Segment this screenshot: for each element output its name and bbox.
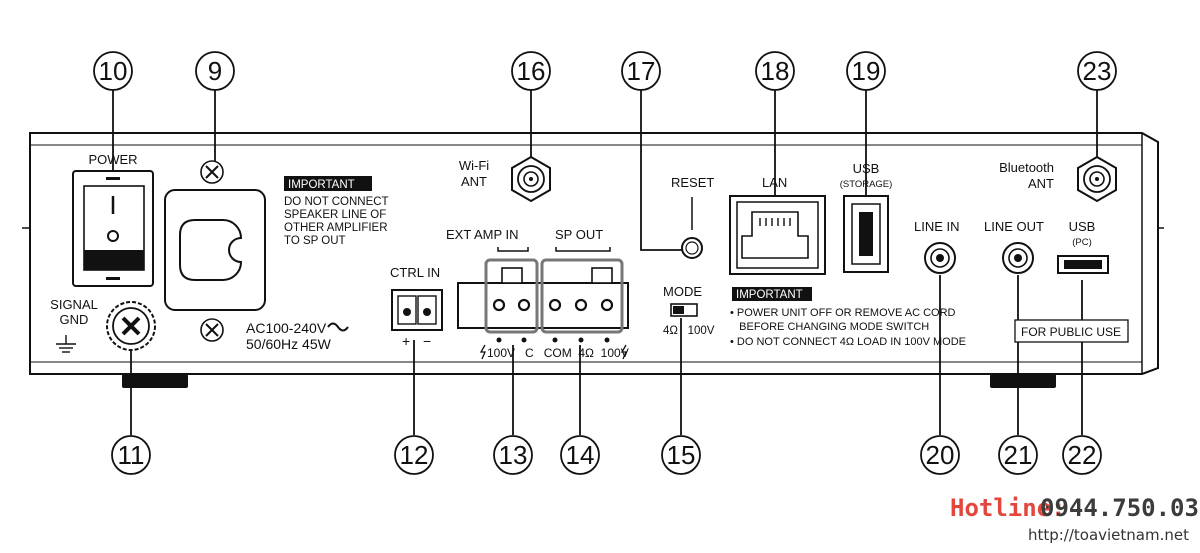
wifi-ant-label-2: ANT xyxy=(461,174,487,189)
callout-12: 12 xyxy=(394,435,434,475)
reset-label: RESET xyxy=(671,175,714,190)
bluetooth-ant-label-2: ANT xyxy=(1028,176,1054,191)
jack-icon[interactable] xyxy=(1002,242,1034,274)
ctrl-minus-label: − xyxy=(423,333,431,349)
svg-text:14: 14 xyxy=(566,440,595,470)
lan-label: LAN xyxy=(762,175,787,190)
mode-options-label: 4Ω 100V xyxy=(663,325,715,337)
ac-rating-label: AC100-240V xyxy=(246,320,327,336)
mode-switch[interactable] xyxy=(670,303,698,317)
svg-text:20: 20 xyxy=(926,440,955,470)
svg-text:11: 11 xyxy=(118,440,145,470)
svg-text:• POWER UNIT OFF OR REMOVE AC: • POWER UNIT OFF OR REMOVE AC CORD xyxy=(730,307,956,319)
svg-text:15: 15 xyxy=(667,440,696,470)
warning-bolt-icon xyxy=(479,344,486,360)
ctrl-in-label: CTRL IN xyxy=(390,265,440,280)
callout-18: 18 xyxy=(755,51,795,91)
antenna-connector-icon[interactable] xyxy=(1077,155,1117,203)
rubber-foot xyxy=(990,374,1056,388)
svg-text:• DO NOT CONNECT 4Ω LOAD IN 10: • DO NOT CONNECT 4Ω LOAD IN 100V MODE xyxy=(730,336,966,348)
callout-10: 10 xyxy=(93,51,133,91)
svg-text:10: 10 xyxy=(99,56,128,86)
svg-text:TO SP OUT: TO SP OUT xyxy=(284,235,346,247)
usb-storage-label-1: USB xyxy=(853,161,880,176)
ground-terminal-screw[interactable] xyxy=(106,301,156,351)
usb-storage-label-2: (STORAGE) xyxy=(840,179,893,190)
hotline-label: Hotline: xyxy=(950,494,1066,522)
ground-icon xyxy=(56,335,76,353)
bluetooth-ant-label-1: Bluetooth xyxy=(999,160,1054,175)
wifi-ant-label-1: Wi-Fi xyxy=(459,158,489,173)
svg-text:DO NOT CONNECT: DO NOT CONNECT xyxy=(284,196,389,208)
ctrl-in-terminal[interactable] xyxy=(391,289,443,331)
callout-19: 19 xyxy=(846,51,886,91)
svg-text:19: 19 xyxy=(852,56,881,86)
svg-text:FOR PUBLIC USE: FOR PUBLIC USE xyxy=(1021,325,1121,339)
chassis xyxy=(22,132,1164,388)
svg-text:16: 16 xyxy=(517,56,546,86)
mode-label: MODE xyxy=(663,284,702,299)
callout-15: 15 xyxy=(661,435,701,475)
jack-icon[interactable] xyxy=(924,242,956,274)
speaker-terminal-block[interactable] xyxy=(457,258,629,343)
callout-23: 23 xyxy=(1077,51,1117,91)
callout-16: 16 xyxy=(511,51,551,91)
rj45-port-icon[interactable] xyxy=(729,195,826,275)
usb-pc-label-1: USB xyxy=(1069,219,1096,234)
svg-text:OTHER AMPLIFIER: OTHER AMPLIFIER xyxy=(284,222,388,234)
svg-text:21: 21 xyxy=(1004,440,1033,470)
callout-9: 9 xyxy=(195,51,235,91)
ac-inlet-icon[interactable] xyxy=(164,160,266,342)
public-use-badge: FOR PUBLIC USE xyxy=(1014,319,1129,343)
antenna-connector-icon[interactable] xyxy=(511,155,551,203)
website-link[interactable]: http://toavietnam.net xyxy=(1028,526,1189,544)
usb-port-icon[interactable] xyxy=(1057,255,1109,274)
important-notice-1: IMPORTANT DO NOT CONNECT SPEAKER LINE OF… xyxy=(284,176,389,247)
callout-13: 13 xyxy=(493,435,533,475)
terminal-labels: 100V C COM 4Ω 100V xyxy=(487,346,629,360)
line-out-label: LINE OUT xyxy=(984,219,1044,234)
callout-14: 14 xyxy=(560,435,600,475)
ctrl-plus-label: + xyxy=(402,333,410,349)
power-switch-icon[interactable] xyxy=(72,170,154,287)
svg-text:13: 13 xyxy=(499,440,528,470)
callout-17: 17 xyxy=(621,51,661,91)
callout-21: 21 xyxy=(998,435,1038,475)
svg-text:12: 12 xyxy=(400,440,429,470)
svg-text:22: 22 xyxy=(1068,440,1097,470)
leader-lines xyxy=(112,90,1098,435)
ext-amp-in-label: EXT AMP IN xyxy=(446,227,519,242)
svg-text:9: 9 xyxy=(208,56,222,86)
hotline-number: 0944.750.037 xyxy=(1040,494,1200,522)
sp-out-label: SP OUT xyxy=(555,227,603,242)
svg-text:SPEAKER LINE OF: SPEAKER LINE OF xyxy=(284,209,386,221)
warning-bolt-icon xyxy=(620,344,627,360)
callout-20: 20 xyxy=(920,435,960,475)
signal-gnd-label-1: SIGNAL xyxy=(50,297,98,312)
svg-text:IMPORTANT: IMPORTANT xyxy=(736,289,803,301)
important-notice-2: IMPORTANT • POWER UNIT OFF OR REMOVE AC … xyxy=(730,287,966,348)
svg-text:17: 17 xyxy=(627,56,656,86)
signal-gnd-label-2: GND xyxy=(60,312,89,327)
reset-button[interactable] xyxy=(681,237,703,259)
svg-text:IMPORTANT: IMPORTANT xyxy=(288,179,355,191)
power-label: POWER xyxy=(88,152,137,167)
usb-pc-label-2: (PC) xyxy=(1072,237,1092,248)
svg-text:BEFORE CHANGING MODE SWITCH: BEFORE CHANGING MODE SWITCH xyxy=(730,321,929,333)
ac-frequency-label: 50/60Hz 45W xyxy=(246,336,332,352)
rubber-foot xyxy=(122,374,188,388)
svg-text:23: 23 xyxy=(1083,56,1112,86)
line-in-label: LINE IN xyxy=(914,219,960,234)
ac-tilde-icon xyxy=(327,322,349,332)
callout-22: 22 xyxy=(1062,435,1102,475)
svg-text:18: 18 xyxy=(761,56,790,86)
callout-11: 11 xyxy=(111,435,151,475)
usb-port-icon[interactable] xyxy=(843,195,889,273)
